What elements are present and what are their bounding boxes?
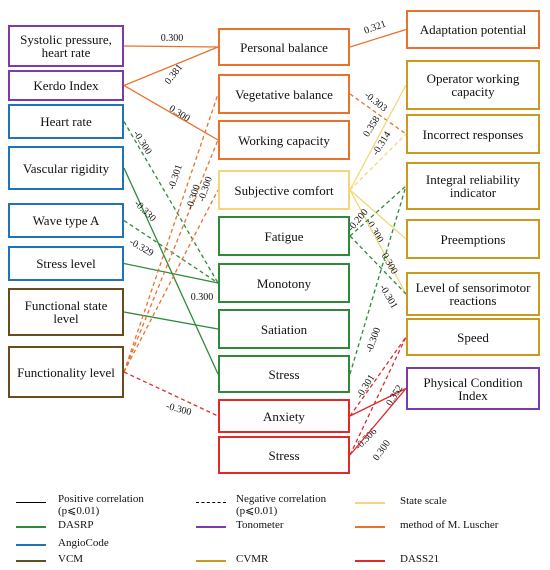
edge-label: 0.300 (191, 292, 214, 303)
legend-label-state-scale: State scale (400, 495, 447, 507)
edge-label: 0.300 (379, 251, 400, 276)
node-personal: Personal balance (218, 28, 350, 66)
edge-label: -0.300 (196, 175, 214, 203)
legend-key-dasrp (16, 526, 46, 528)
edge-subjective-to-sensorimotor (349, 189, 407, 295)
edge-stress-d-to-physical (349, 388, 407, 456)
edge-wave-to-monotony (123, 219, 219, 284)
node-functionality: Functionality level (8, 346, 124, 398)
legend-key-vcm (16, 560, 46, 562)
edge-label: -0.329 (127, 237, 155, 259)
legend-key-tonometer (196, 526, 226, 528)
legend-label-luscher: method of M. Luscher (400, 519, 499, 531)
edge-label: -0.300 (165, 401, 193, 418)
edge-stress-level-to-monotony (123, 262, 219, 284)
edge-fatigue-to-sensorimotor (349, 235, 407, 295)
node-physical: Physical Condition Index (406, 367, 540, 410)
node-fatigue: Fatigue (218, 216, 350, 256)
edge-label: -0.301 (166, 163, 184, 191)
edge-systolic-to-personal (123, 45, 219, 48)
legend-label-negative: Negative correlation (p⩽0.01) (236, 493, 327, 517)
edge-kerdo-to-working (123, 84, 219, 141)
edge-fatigue-to-integral (349, 185, 407, 237)
legend-key-dass21 (355, 560, 385, 562)
node-kerdo: Kerdo Index (8, 70, 124, 101)
edge-subjective-to-operator (349, 84, 407, 191)
node-heart-rate: Heart rate (8, 104, 124, 139)
edge-anxiety-to-speed (349, 336, 407, 417)
legend-label-cvmr: CVMR (236, 553, 269, 565)
node-sensorimotor: Level of sensorimotor reactions (406, 272, 540, 316)
edge-functional-state-to-satiation (123, 311, 219, 330)
legend-label-vcm: VCM (58, 553, 84, 565)
edge-kerdo-to-personal (123, 46, 219, 87)
edge-functionality-to-subjective (123, 189, 219, 373)
legend-label-angiocode: AngioCode (58, 537, 109, 549)
legend-label-tonometer: Tonometer (236, 519, 284, 531)
edge-stress-m-to-integral (349, 185, 407, 375)
node-incorrect: Incorrect responses (406, 114, 540, 154)
node-integral: Integral reliability indicator (406, 162, 540, 210)
legend-key-state-scale (355, 502, 385, 504)
edge-label: -0.301 (377, 283, 399, 311)
edge-stress-d-to-speed (349, 336, 407, 456)
node-vegetative: Vegetative balance (218, 74, 350, 114)
legend-key-angiocode (16, 544, 46, 546)
edge-label: -0.330 (132, 198, 158, 224)
node-subjective: Subjective comfort (218, 170, 350, 210)
legend-key-luscher (355, 526, 385, 528)
legend-key-positive (16, 502, 46, 503)
node-stress-level: Stress level (8, 246, 124, 281)
edge-subjective-to-incorrect (349, 133, 407, 191)
edge-label: 0.300 (371, 438, 393, 463)
edge-label: 0.352 (384, 383, 405, 408)
edge-label: -0.300 (131, 129, 154, 157)
edge-label: 0.321 (363, 19, 388, 37)
edge-label: -0.300 (364, 326, 383, 354)
node-preemptions: Preemptions (406, 219, 540, 259)
node-systolic: Systolic pressure, heart rate (8, 25, 124, 67)
edge-label: -0.306 (353, 426, 379, 452)
node-satiation: Satiation (218, 309, 350, 349)
edge-label: 0.300 (161, 33, 184, 44)
edge-vegetative-to-incorrect (349, 93, 407, 135)
edge-functionality-to-anxiety (123, 371, 219, 417)
node-monotony: Monotony (218, 263, 350, 303)
node-stress-m: Stress (218, 355, 350, 393)
node-wave: Wave type A (8, 203, 124, 238)
edge-label: 0.300 (167, 103, 192, 124)
edge-label: 0.381 (163, 62, 186, 87)
node-speed: Speed (406, 318, 540, 356)
node-operator: Operator working capacity (406, 60, 540, 110)
node-functional-state: Functional state level (8, 288, 124, 336)
legend-key-negative (196, 502, 226, 503)
node-anxiety: Anxiety (218, 399, 350, 433)
node-working: Working capacity (218, 120, 350, 160)
edge-label: -0.314 (370, 130, 393, 158)
edge-vascular-to-stress-m (123, 167, 219, 375)
edge-subjective-to-preemptions (349, 189, 407, 240)
legend-label-dass21: DASS21 (400, 553, 440, 565)
edge-personal-to-adaptation (349, 28, 407, 48)
legend-label-dasrp: DASRP (58, 519, 94, 531)
node-vascular: Vascular rigidity (8, 146, 124, 190)
node-stress-d: Stress (218, 436, 350, 474)
node-adaptation: Adaptation potential (406, 10, 540, 49)
legend-label-positive: Positive correlation (p⩽0.01) (58, 493, 144, 517)
legend-key-cvmr (196, 560, 226, 562)
edge-label: -0.303 (362, 90, 389, 115)
edge-anxiety-to-physical (349, 387, 407, 417)
edge-label: -0.301 (354, 373, 377, 401)
edge-heart-rate-to-monotony (123, 121, 219, 284)
